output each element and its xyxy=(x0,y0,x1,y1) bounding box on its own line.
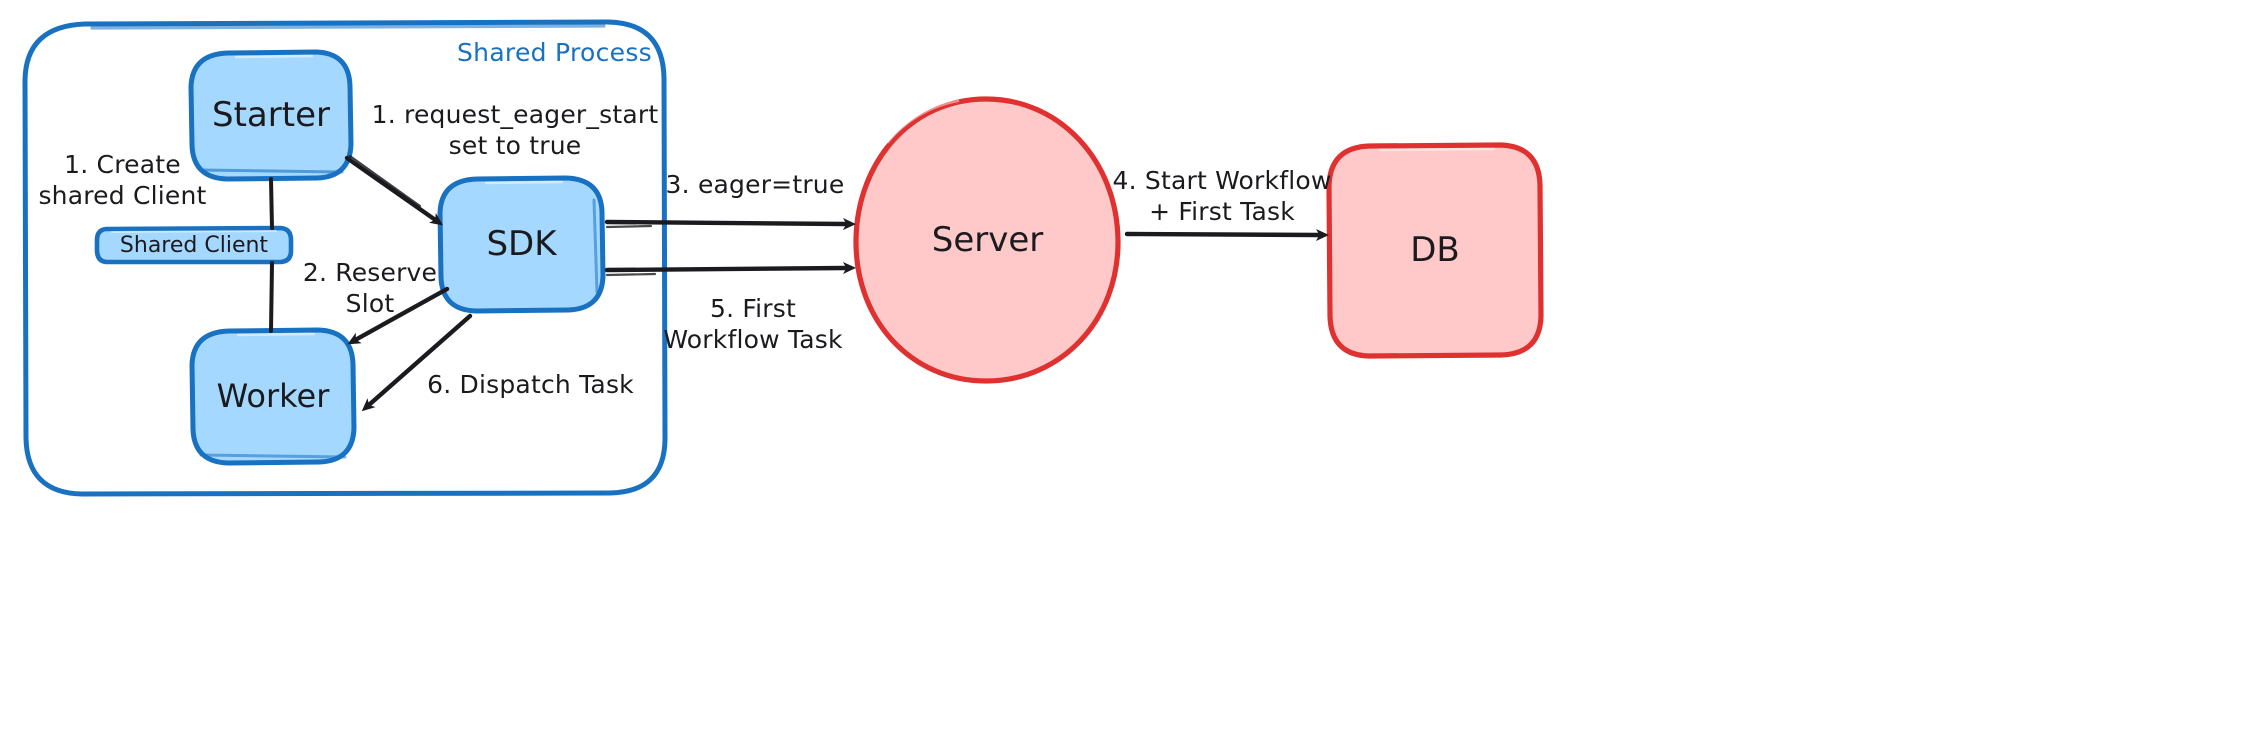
edge-create-shared-client xyxy=(269,177,274,333)
edge-label-request-eager-start: 1. request_eager_start set to true xyxy=(371,100,659,160)
starter-node-shape[interactable] xyxy=(188,49,354,182)
edge-request-eager-start xyxy=(344,155,444,226)
edge-dispatch-task xyxy=(361,313,473,412)
edge-label-reserve-slot: 2. Reserve Slot xyxy=(302,258,438,318)
edge-eager-true xyxy=(604,217,856,230)
edge-start-workflow xyxy=(1124,228,1329,241)
db-node-shape[interactable] xyxy=(1326,142,1544,359)
shared-process-frame xyxy=(22,19,668,497)
worker-node-shape[interactable] xyxy=(189,327,357,466)
server-node-shape[interactable] xyxy=(853,96,1121,384)
edge-first-workflow-task xyxy=(604,262,856,277)
edge-label-dispatch-task: 6. Dispatch Task xyxy=(427,370,634,399)
edge-label-create-shared-client: 1. Create shared Client xyxy=(38,150,207,210)
edge-label-eager-true: 3. eager=true xyxy=(665,170,845,199)
edge-reserve-slot xyxy=(347,286,450,345)
edge-label-first-workflow-task: 5. First Workflow Task xyxy=(663,294,843,354)
edge-label-start-workflow: 4. Start Workflow + First Task xyxy=(1112,166,1332,226)
shared-client-node-shape[interactable] xyxy=(94,225,294,265)
shared-process-frame-label: Shared Process xyxy=(457,38,652,67)
sdk-node-shape[interactable] xyxy=(437,175,606,314)
